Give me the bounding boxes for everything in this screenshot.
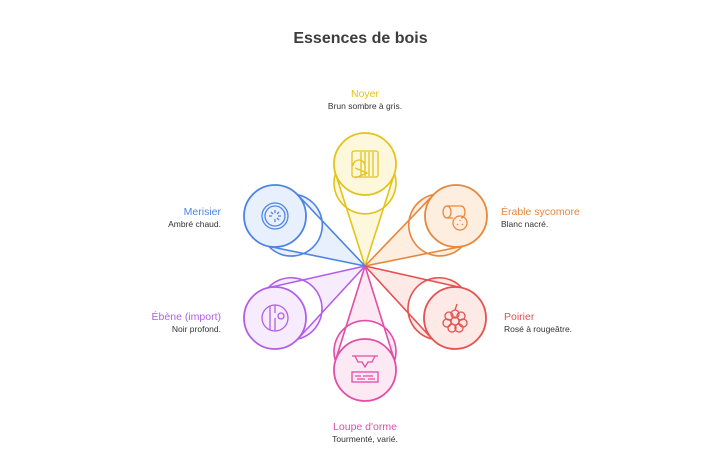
item-name: Loupe d'orme bbox=[333, 421, 397, 433]
label-poirier: Poirier Rosé à rougeâtre. bbox=[504, 311, 664, 335]
label-erable: Érable sycomore Blanc nacré. bbox=[501, 206, 661, 230]
item-desc: Noir profond. bbox=[171, 324, 221, 334]
petal bbox=[243, 184, 366, 267]
petal-circle bbox=[424, 184, 488, 248]
wood-grain-icon bbox=[351, 150, 379, 179]
log-icon bbox=[442, 205, 468, 231]
petal bbox=[364, 184, 488, 267]
item-desc: Rosé à rougeâtre. bbox=[504, 324, 573, 334]
item-name: Ébène (import) bbox=[151, 311, 221, 323]
petal bbox=[333, 265, 397, 402]
wood-slice-icon bbox=[261, 304, 289, 332]
burl-wood-icon bbox=[351, 355, 379, 383]
petal-cone bbox=[268, 193, 366, 267]
berry-icon bbox=[442, 303, 468, 333]
petal-cone bbox=[364, 193, 463, 267]
petal bbox=[333, 132, 397, 267]
tree-ring-icon bbox=[261, 202, 289, 230]
petal-cone bbox=[267, 265, 366, 340]
petal-cone bbox=[333, 265, 397, 362]
item-desc: Ambré chaud. bbox=[168, 219, 221, 229]
label-merisier: Merisier Ambré chaud. bbox=[61, 206, 221, 230]
item-desc: Tourmenté, varié. bbox=[332, 434, 398, 444]
label-noyer: Noyer Brun sombre à gris. bbox=[285, 88, 445, 112]
petal-cone bbox=[333, 172, 397, 267]
petal-circle bbox=[243, 184, 307, 248]
item-name: Poirier bbox=[504, 311, 535, 323]
item-desc: Blanc nacré. bbox=[501, 219, 549, 229]
petal bbox=[243, 265, 366, 350]
item-name: Merisier bbox=[183, 206, 221, 218]
item-name: Noyer bbox=[350, 88, 379, 100]
label-ebene: Ébène (import) Noir profond. bbox=[61, 311, 221, 335]
petal-cone bbox=[364, 265, 463, 340]
item-desc: Brun sombre à gris. bbox=[327, 101, 403, 111]
label-loupe: Loupe d'orme Tourmenté, varié. bbox=[285, 421, 445, 445]
petal-circle bbox=[333, 338, 397, 402]
item-name: Érable sycomore bbox=[501, 206, 580, 218]
petal bbox=[364, 265, 487, 350]
diagram-title: Essences de bois bbox=[293, 30, 428, 47]
